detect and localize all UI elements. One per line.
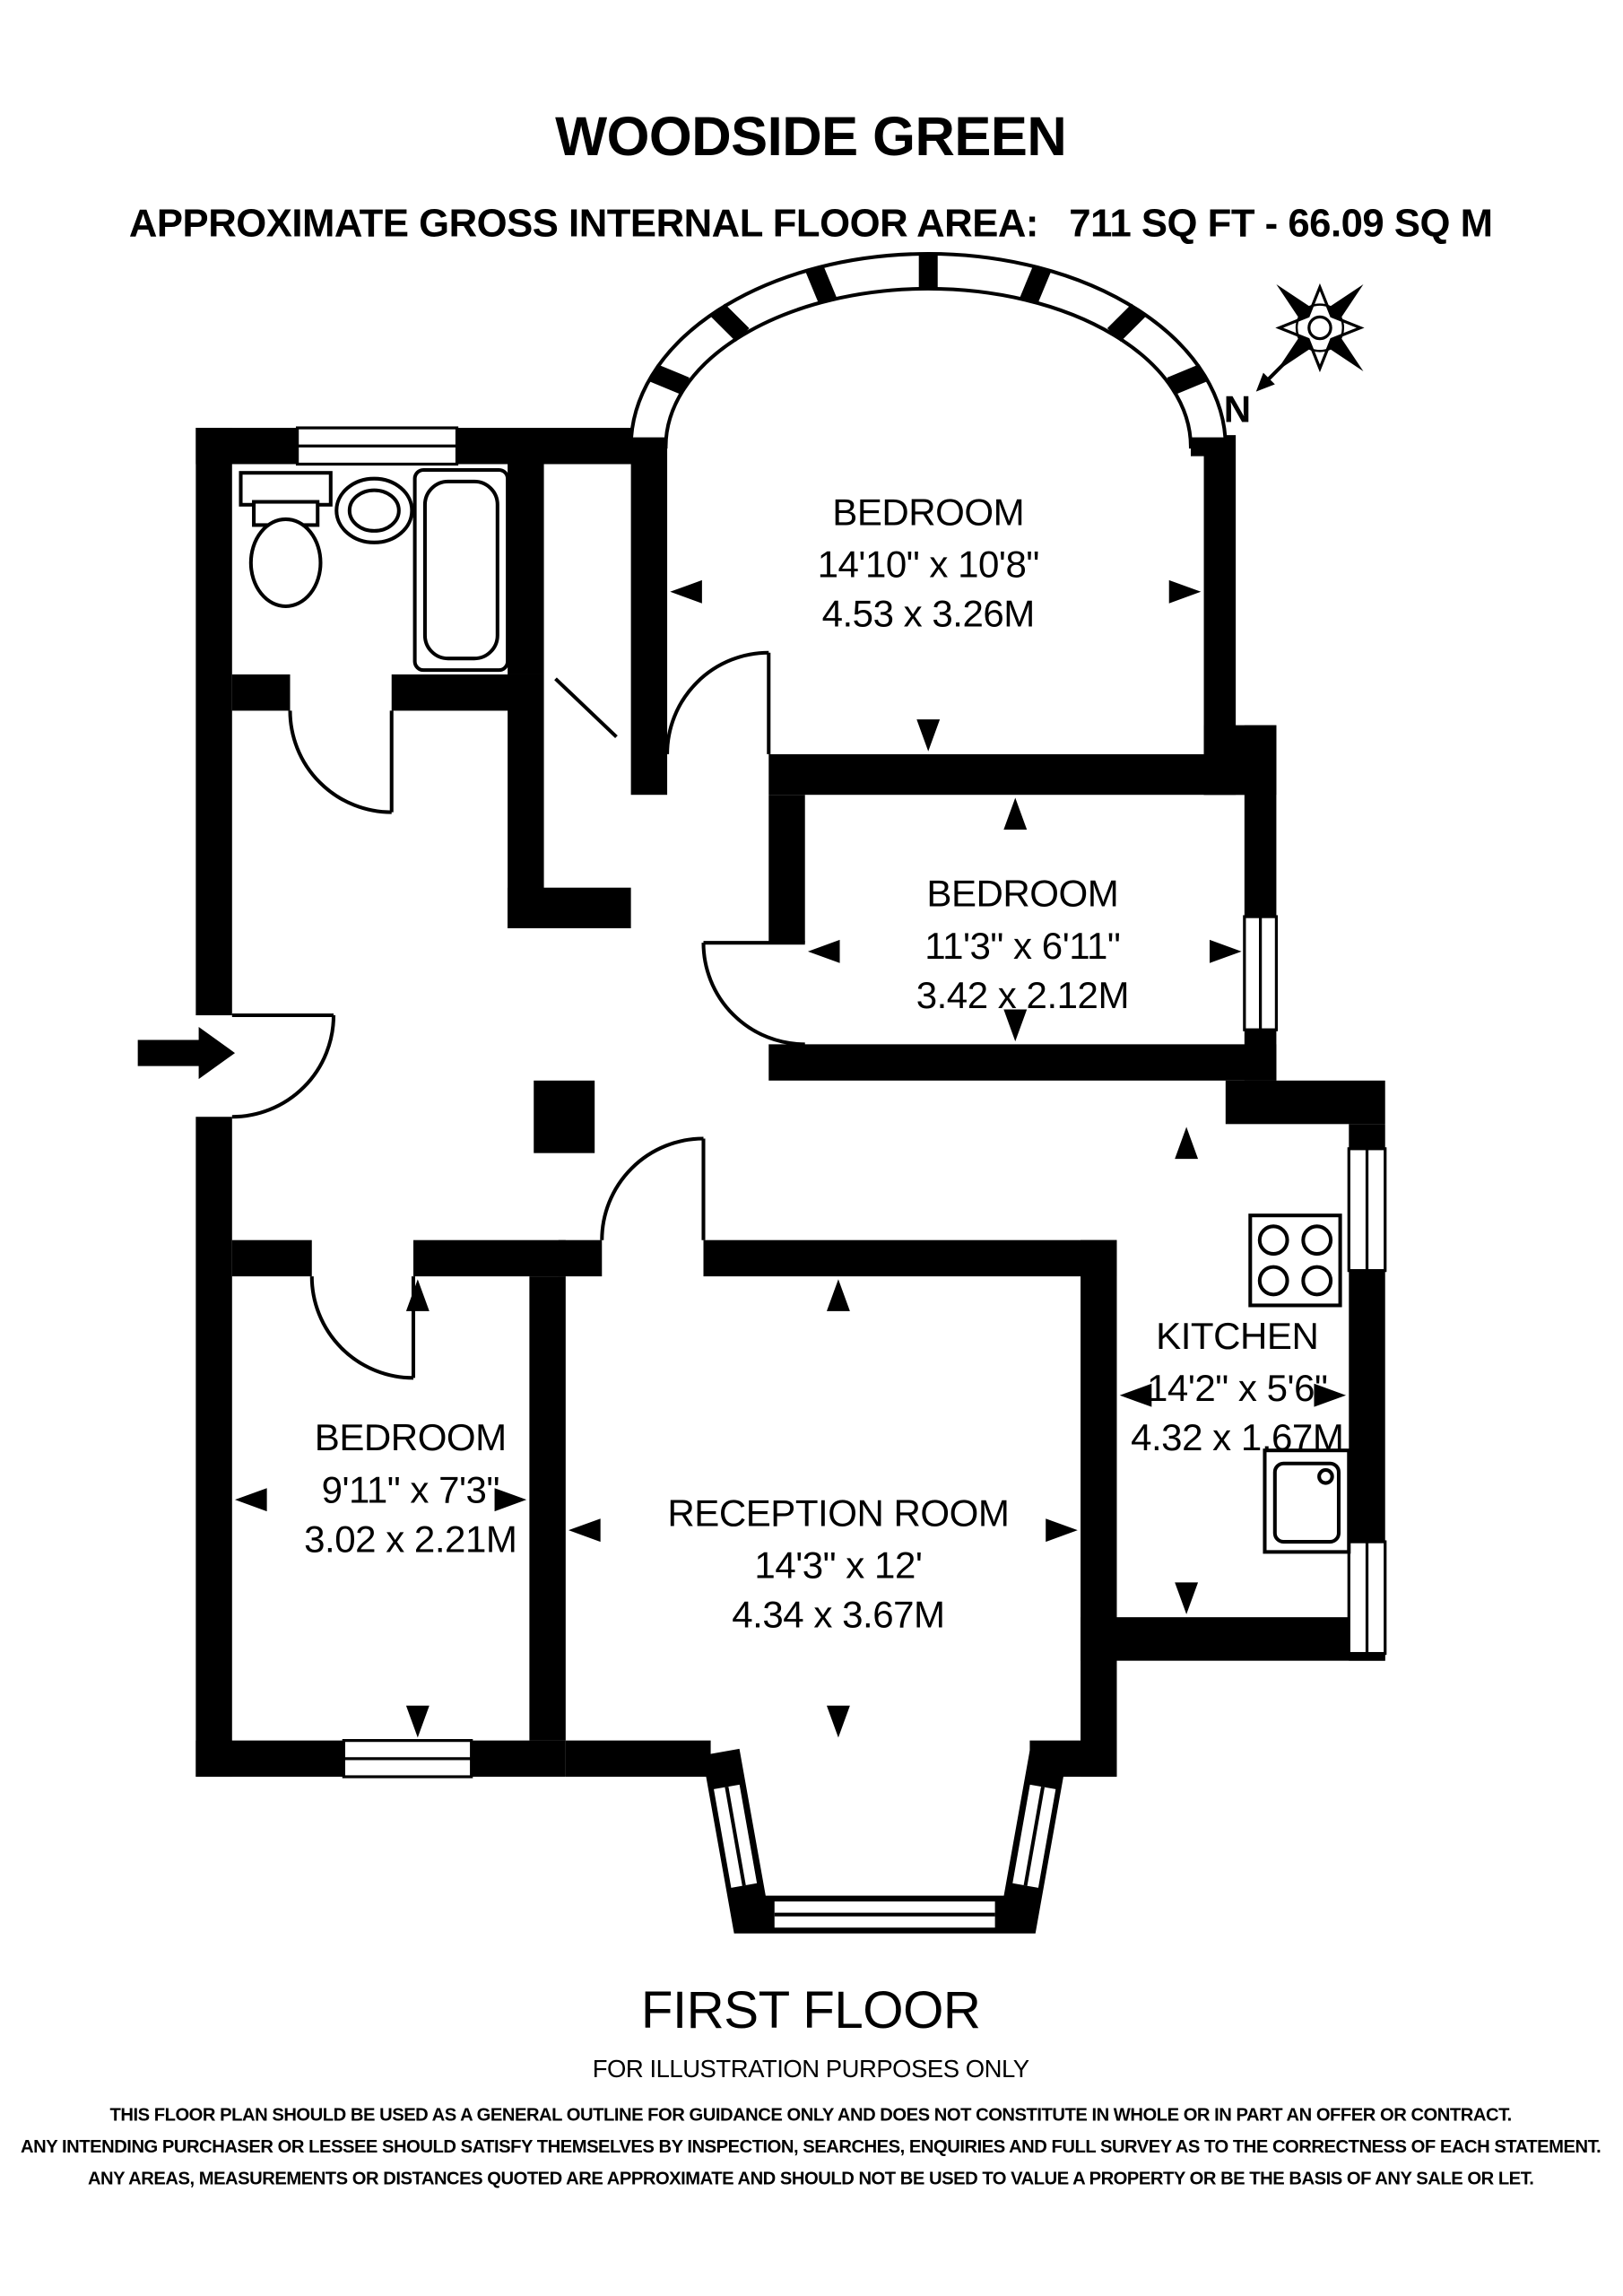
kitchen-name: KITCHEN xyxy=(1156,1315,1318,1357)
interior-walls xyxy=(231,435,1277,1741)
bathroom-fixtures xyxy=(239,467,510,673)
room-labels: BEDROOM 14'10" x 10'8" 4.53 x 3.26M BEDR… xyxy=(304,491,1344,1635)
door-bedroom-middle xyxy=(701,941,805,1047)
bedroom-bottom-dims-metric: 3.02 x 2.21M xyxy=(304,1518,516,1560)
curved-bay-window xyxy=(629,252,1228,457)
kitchen-sink xyxy=(1263,1448,1351,1554)
bedroom-middle-name: BEDROOM xyxy=(926,873,1118,915)
door-reception xyxy=(600,1136,706,1240)
compass-north-label: N xyxy=(1224,388,1251,430)
illustration-note: FOR ILLUSTRATION PURPOSES ONLY xyxy=(593,2055,1029,2083)
window-kitchen-upper xyxy=(1347,1147,1387,1273)
hob xyxy=(1248,1213,1342,1308)
toilet xyxy=(239,471,333,609)
compass-rose: N xyxy=(1224,283,1365,430)
bedroom-top-dims-metric: 4.53 x 3.26M xyxy=(822,593,1035,635)
window-bathroom xyxy=(295,426,459,466)
bedroom-bottom-dims-imperial: 9'11" x 7'3" xyxy=(322,1468,499,1510)
reception-dims-imperial: 14'3" x 12' xyxy=(754,1544,922,1586)
window-kitchen-lower xyxy=(1347,1540,1387,1656)
area-line: APPROXIMATE GROSS INTERNAL FLOOR AREA: 7… xyxy=(129,202,1493,246)
reception-name: RECEPTION ROOM xyxy=(667,1492,1009,1534)
disclaimer-line-3: ANY AREAS, MEASUREMENTS OR DISTANCES QUO… xyxy=(88,2169,1533,2188)
disclaimer-line-1: THIS FLOOR PLAN SHOULD BE USED AS A GENE… xyxy=(110,2105,1512,2125)
disclaimer-line-2: ANY INTENDING PURCHASER OR LESSEE SHOULD… xyxy=(21,2137,1601,2157)
floor-label: FIRST FLOOR xyxy=(641,1981,981,2039)
door-bathroom xyxy=(288,710,394,814)
bay-window xyxy=(702,1748,1068,1934)
bedroom-top-name: BEDROOM xyxy=(832,491,1024,533)
windows xyxy=(295,426,1387,1779)
page-title: WOODSIDE GREEN xyxy=(555,106,1066,168)
kitchen-fixtures xyxy=(1248,1213,1351,1554)
bathtub xyxy=(412,467,510,673)
bedroom-top-dims-imperial: 14'10" x 10'8" xyxy=(818,544,1039,586)
bedroom-middle-dims-metric: 3.42 x 2.12M xyxy=(916,974,1129,1016)
door-entry xyxy=(231,1013,336,1119)
window-bedroom-middle xyxy=(1243,915,1279,1031)
door-bedroom-top xyxy=(665,650,771,754)
area-label: APPROXIMATE GROSS INTERNAL FLOOR AREA: xyxy=(129,202,1038,246)
window-bedroom-bottom xyxy=(342,1739,473,1779)
door-bedroom-bottom xyxy=(309,1276,416,1380)
bedroom-bottom-name: BEDROOM xyxy=(315,1416,507,1458)
entry-arrow xyxy=(137,1026,236,1080)
door-cupboard xyxy=(554,677,618,738)
kitchen-dims-imperial: 14'2" x 5'6" xyxy=(1147,1367,1327,1409)
kitchen-dims-metric: 4.32 x 1.67M xyxy=(1131,1416,1343,1458)
area-value: 711 SQ FT - 66.09 SQ M xyxy=(1069,202,1492,246)
measurement-arrows xyxy=(235,579,1347,1738)
basin xyxy=(334,476,414,544)
reception-dims-metric: 4.34 x 3.67M xyxy=(732,1593,944,1635)
footer: FIRST FLOOR FOR ILLUSTRATION PURPOSES ON… xyxy=(21,1981,1601,2189)
bedroom-middle-dims-imperial: 11'3" x 6'11" xyxy=(924,925,1120,967)
